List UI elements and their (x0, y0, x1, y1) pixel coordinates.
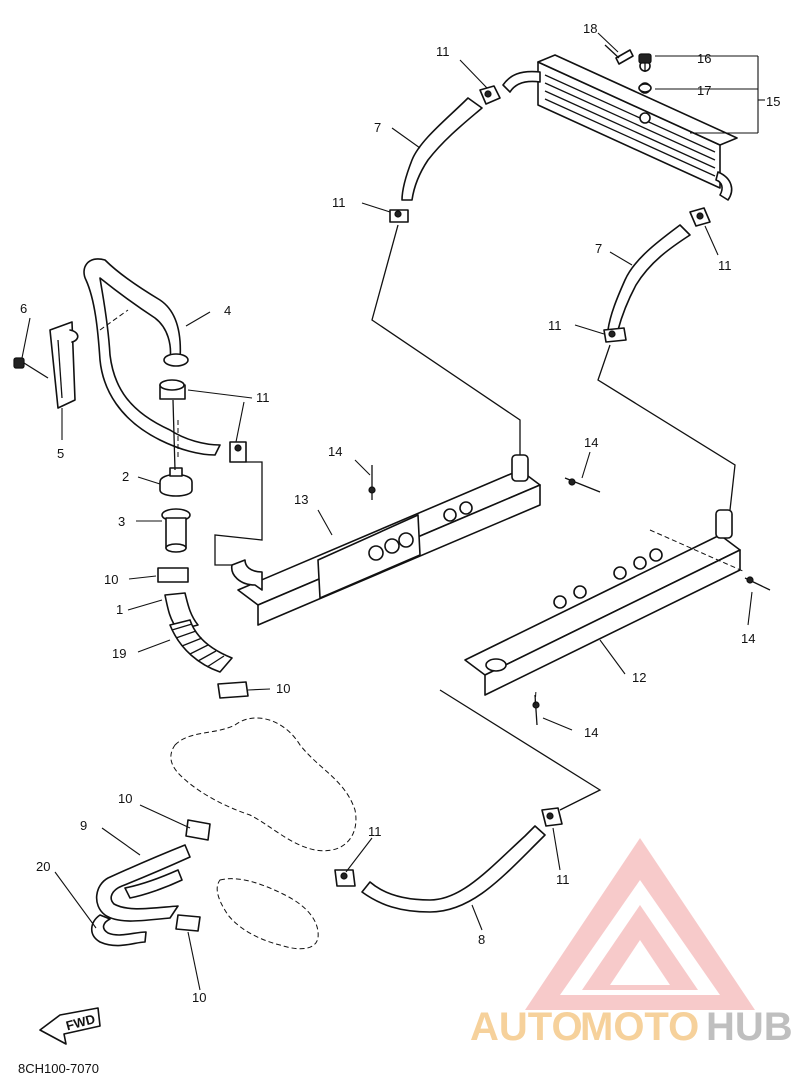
callout-11-b: 11 (332, 195, 346, 210)
washer-17 (638, 83, 652, 93)
clamp-11-g (334, 869, 356, 887)
callout-20: 20 (36, 859, 50, 874)
clamp-10-c (185, 819, 211, 841)
rivet-14-a (368, 465, 376, 500)
brand-moto: MOTO (580, 1005, 699, 1049)
callout-8: 8 (478, 932, 485, 947)
callout-11-g: 11 (556, 872, 570, 887)
engine-lower-outline (216, 878, 319, 950)
callout-3: 3 (118, 514, 125, 529)
callout-12: 12 (632, 670, 646, 685)
callout-10-a: 10 (104, 572, 118, 587)
callout-19: 19 (112, 646, 126, 661)
routing-lines (99, 224, 746, 811)
diagram-code: 8CH100-7070 (18, 1061, 99, 1076)
bracket-5 (49, 321, 79, 409)
hose-8 (361, 825, 546, 913)
fwd-label: FWD (64, 1011, 96, 1033)
hose-4 (83, 258, 221, 456)
callout-15: 15 (766, 94, 780, 109)
clamp-11-c (689, 207, 711, 227)
callout-18: 18 (583, 21, 597, 36)
fitting-3 (161, 508, 191, 553)
leader-lines (21, 32, 765, 991)
callout-7-a: 7 (374, 120, 381, 135)
automotohub-logo-triangle (525, 838, 755, 1010)
clamp-11-b (389, 209, 409, 223)
callout-10-c: 10 (118, 791, 132, 806)
fwd-arrow-icon: FWD (39, 1007, 101, 1045)
callout-11-d: 11 (548, 318, 562, 333)
callout-14-a: 14 (328, 444, 342, 459)
callout-11-a: 11 (436, 44, 450, 59)
brand-auto: AUTO (470, 1005, 583, 1049)
callout-17: 17 (697, 83, 711, 98)
callout-1: 1 (116, 602, 123, 617)
bolt-16 (638, 53, 652, 72)
clamp-11-a (479, 85, 501, 105)
clamp-10-b (217, 681, 249, 699)
callout-10-b: 10 (276, 681, 290, 696)
callout-4: 4 (224, 303, 231, 318)
callout-14-c: 14 (741, 631, 755, 646)
clamp-11-h (541, 807, 563, 827)
rivet-14-c (744, 576, 771, 591)
hose-tail-corrugated (124, 869, 183, 899)
callout-6: 6 (20, 301, 27, 316)
callout-5: 5 (57, 446, 64, 461)
radiator-13 (230, 454, 541, 626)
brand-hub: HUB (706, 1005, 793, 1049)
callout-14-b: 14 (584, 435, 598, 450)
clamp-11-e (159, 379, 186, 400)
callout-13: 13 (294, 492, 308, 507)
hose-20-corrugated (90, 914, 147, 947)
bolt-6 (13, 357, 49, 379)
rivet-14-d (532, 694, 540, 726)
rivet-14-b (564, 477, 601, 493)
callout-11-e: 11 (256, 390, 270, 405)
callout-2: 2 (122, 469, 129, 484)
callout-9: 9 (80, 818, 87, 833)
clamp-10-a (157, 567, 189, 583)
hose-7-right (607, 224, 691, 331)
automotohub-brand-text: AUTO MOTO HUB (470, 1005, 793, 1049)
callout-16: 16 (697, 51, 711, 66)
oil-cooler-assembly (502, 54, 738, 201)
hose-9 (95, 844, 191, 922)
hose-7-upper (401, 97, 483, 201)
clamp-10-d (175, 914, 201, 932)
callouts: 11 7 11 18 16 17 15 7 11 11 6 4 11 5 2 3… (20, 21, 780, 1005)
callout-7-b: 7 (595, 241, 602, 256)
clamp-11-d (603, 327, 627, 343)
callout-11-c: 11 (718, 258, 732, 273)
rivet-18 (604, 44, 634, 65)
callout-10-d: 10 (192, 990, 206, 1005)
callout-14-d: 14 (584, 725, 598, 740)
clamp-11-f (229, 441, 247, 463)
engine-outline (170, 717, 357, 852)
radiator-12 (464, 509, 741, 696)
callout-11-f: 11 (368, 824, 382, 839)
thermostat-cover-2 (159, 467, 193, 497)
hose-19-ribs (171, 623, 225, 668)
